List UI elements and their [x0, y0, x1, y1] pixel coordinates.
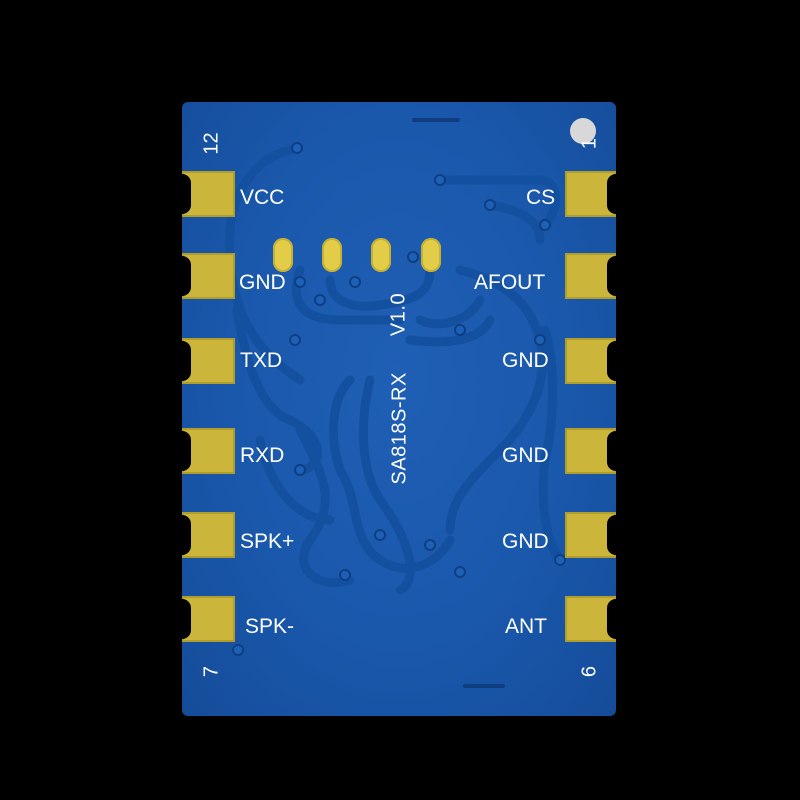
slot-pad	[273, 238, 293, 272]
pin-label-cs: CS	[526, 186, 556, 209]
pin-label-vcc: VCC	[240, 186, 285, 209]
castellation	[607, 599, 625, 639]
castellation	[607, 256, 625, 296]
pin-label-gnd-right-3: GND	[502, 530, 549, 553]
castellation	[607, 174, 625, 214]
bottom-edge-mark	[463, 684, 505, 688]
castellation	[173, 174, 191, 214]
slot-pad	[421, 238, 441, 272]
silkscreen-model: SA818S-RX	[388, 372, 411, 485]
pin-label-spk-plus: SPK+	[240, 530, 295, 553]
pin-label-afout: AFOUT	[474, 271, 546, 294]
castellation	[173, 599, 191, 639]
pin-number-bottom-left: 7	[200, 665, 223, 678]
castellation	[173, 431, 191, 471]
pin-label-ant: ANT	[505, 615, 547, 638]
castellation	[607, 515, 625, 555]
pin1-marker	[570, 118, 596, 144]
slot-pad	[322, 238, 342, 272]
pin-number-top-left: 12	[200, 132, 223, 155]
silkscreen-version: V1.0	[387, 292, 410, 337]
pin-label-rxd: RXD	[240, 444, 285, 467]
top-edge-mark	[412, 118, 460, 122]
pin-label-gnd-left: GND	[239, 271, 286, 294]
pin-label-gnd-right-2: GND	[502, 444, 549, 467]
castellation	[173, 256, 191, 296]
pin-number-bottom-right: 6	[578, 665, 601, 678]
pin-label-spk-minus: SPK-	[245, 615, 295, 638]
castellation	[173, 341, 191, 381]
castellation	[607, 341, 625, 381]
pin-label-txd: TXD	[240, 349, 282, 372]
castellation	[173, 515, 191, 555]
pin-number-top-right: 1	[578, 137, 601, 150]
pin-label-gnd-right-1: GND	[502, 349, 549, 372]
slot-pad	[371, 238, 391, 272]
castellation	[607, 431, 625, 471]
pcb-board	[182, 102, 616, 716]
